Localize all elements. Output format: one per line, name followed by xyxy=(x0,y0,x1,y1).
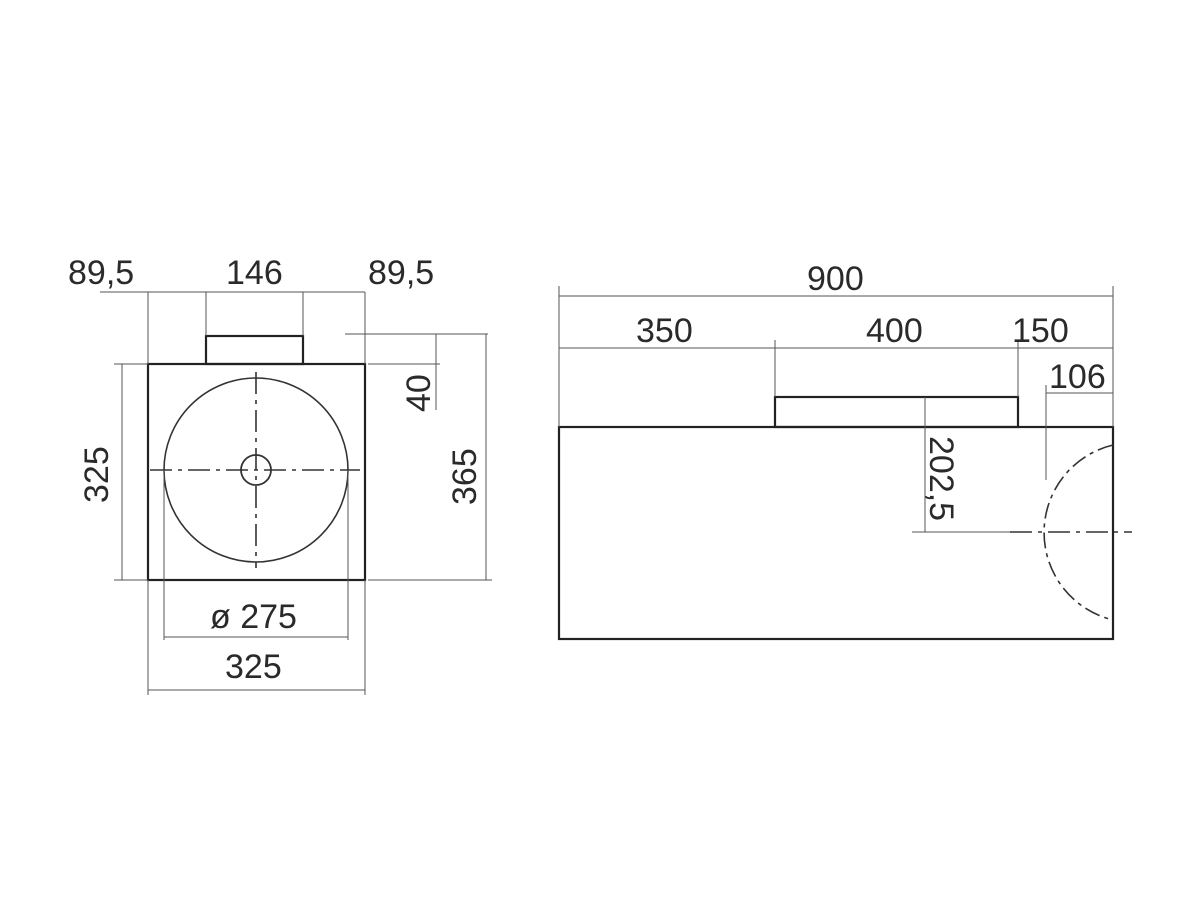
tap-block-front xyxy=(773,395,1020,429)
dim-bowl-offset: 106 xyxy=(1049,358,1106,396)
tap-block-top xyxy=(204,334,305,366)
dim-tap-width-front: 400 xyxy=(866,312,923,350)
dim-total-depth: 365 xyxy=(446,448,484,505)
dim-tap-height: 40 xyxy=(400,374,438,412)
basin-outline-front xyxy=(557,425,1115,641)
dim-left-margin: 89,5 xyxy=(68,254,134,292)
dim-bowl-center-depth: 202,5 xyxy=(922,436,960,521)
dim-bowl-diameter: ø 275 xyxy=(210,598,297,636)
hidden-bowl-arc xyxy=(1043,444,1114,621)
dim-depth: 325 xyxy=(78,446,116,503)
top-view: 89,5 146 89,5 325 40 365 ø 275 325 xyxy=(68,254,492,695)
dim-total-width: 900 xyxy=(807,260,864,298)
dim-tap-width: 146 xyxy=(226,254,283,292)
dim-right-margin: 89,5 xyxy=(368,254,434,292)
dim-width: 325 xyxy=(225,648,282,686)
front-view: 900 350 400 150 106 202,5 xyxy=(557,260,1132,641)
dim-left-offset: 350 xyxy=(636,312,693,350)
basin-outline-top xyxy=(146,362,367,582)
dim-right-offset: 150 xyxy=(1012,312,1069,350)
